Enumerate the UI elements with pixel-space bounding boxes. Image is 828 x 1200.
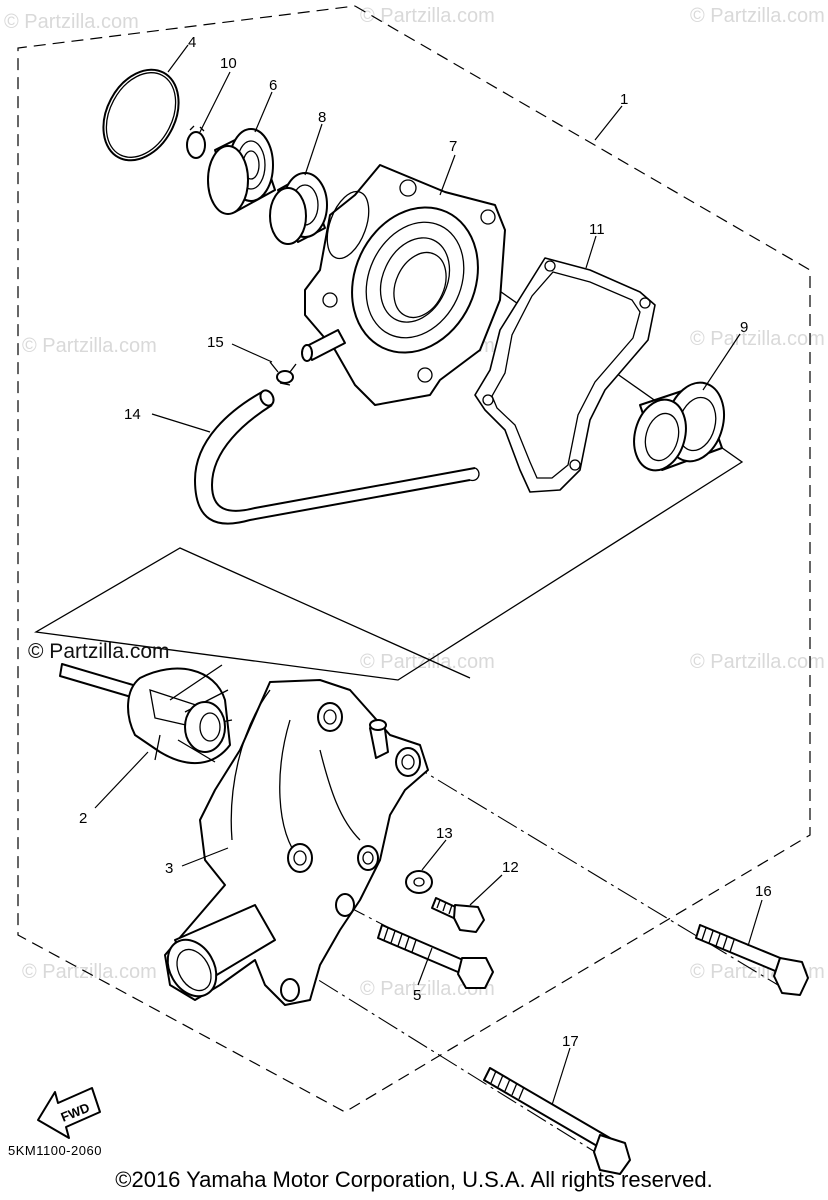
callout-6: 6	[269, 77, 277, 94]
callout-8: 8	[318, 109, 326, 126]
pump-housing-cover	[301, 164, 506, 406]
hose-clamp	[269, 361, 297, 386]
bolt-short	[431, 897, 485, 933]
bearing	[207, 128, 276, 215]
circlip	[186, 125, 206, 159]
watermark-overlay: © Partzilla.com	[28, 640, 170, 663]
callout-12: 12	[502, 859, 519, 876]
callout-2: 2	[79, 810, 87, 827]
leader-lines	[94, 44, 763, 1106]
watermark: © Partzilla.com	[360, 5, 495, 27]
mechanical-seal	[633, 381, 725, 472]
watermarks: © Partzilla.com © Partzilla.com © Partzi…	[4, 5, 825, 1000]
callout-5: 5	[413, 987, 421, 1004]
callout-9: 9	[740, 319, 748, 336]
callout-16: 16	[755, 883, 772, 900]
watermark: © Partzilla.com	[22, 961, 157, 983]
callout-4: 4	[188, 34, 196, 51]
copyright-notice: ©2016 Yamaha Motor Corporation, U.S.A. A…	[115, 1167, 713, 1192]
bolt-medium	[377, 924, 494, 989]
coolant-hose	[193, 389, 480, 525]
impeller-shaft	[59, 663, 233, 765]
oil-seal	[269, 172, 328, 245]
watermark: © Partzilla.com	[690, 651, 825, 673]
diagram-code: 5KM1100-2060	[8, 1143, 102, 1158]
pump-housing	[164, 679, 429, 1006]
watermark: © Partzilla.com	[4, 11, 139, 33]
bolt-extra-long	[483, 1067, 631, 1175]
o-ring	[102, 68, 180, 162]
fwd-arrow-icon: FWD	[37, 1087, 101, 1139]
watermark: © Partzilla.com	[360, 978, 495, 1000]
watermark: © Partzilla.com	[690, 5, 825, 27]
callout-13: 13	[436, 825, 453, 842]
callout-3: 3	[165, 860, 173, 877]
bolt-centerline	[407, 761, 779, 986]
watermark: © Partzilla.com	[690, 328, 825, 350]
callout-7: 7	[449, 138, 457, 155]
callout-1: 1	[620, 91, 628, 108]
bolt-long	[695, 924, 809, 996]
assembly-boundary	[17, 5, 811, 1113]
callout-labels: 1 2 3 4 5 6 7 8 9 10 11 12 13 14 15 16 1…	[79, 34, 772, 1050]
washer	[405, 870, 433, 894]
watermark: © Partzilla.com	[22, 335, 157, 357]
callout-15: 15	[207, 334, 224, 351]
callout-14: 14	[124, 406, 141, 423]
callout-10: 10	[220, 55, 237, 72]
gasket	[474, 257, 656, 493]
callout-17: 17	[562, 1033, 579, 1050]
callout-11: 11	[589, 221, 605, 238]
